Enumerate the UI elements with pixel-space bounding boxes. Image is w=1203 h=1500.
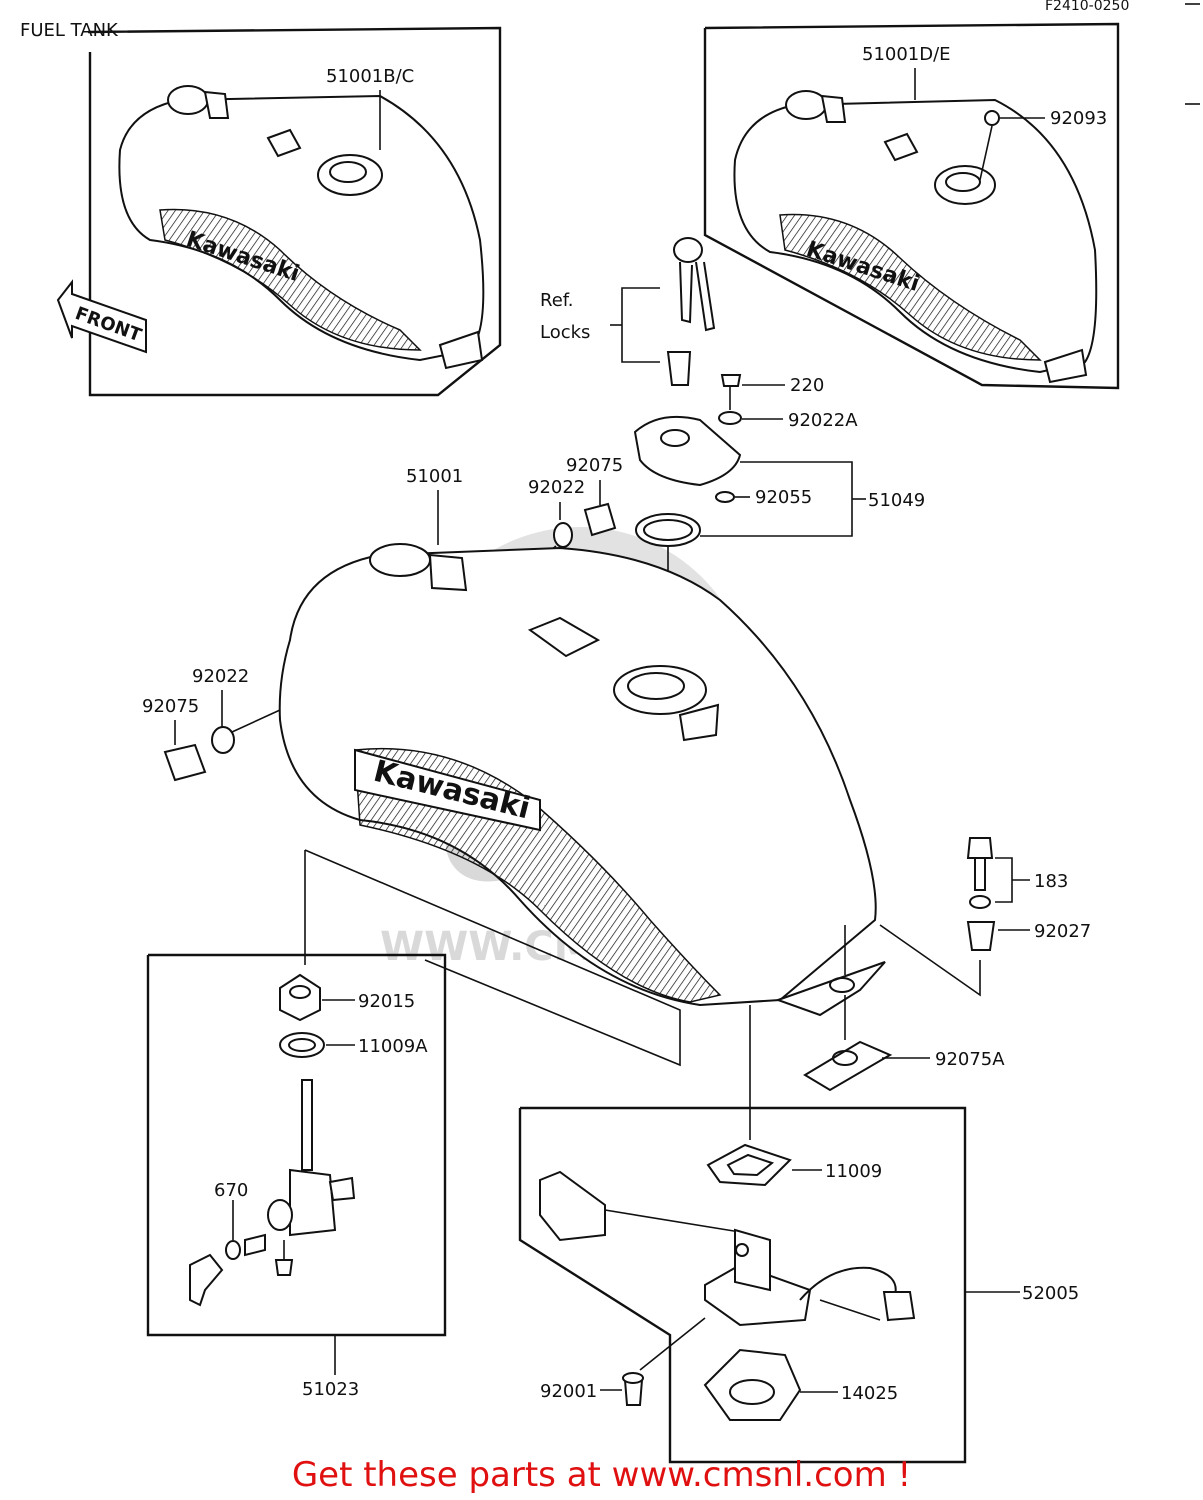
rear-mount-parts: 183 92027 92075A — [803, 837, 1091, 1092]
label-51001de: 51001D/E — [862, 44, 951, 65]
label-92022a: 92022A — [788, 410, 858, 431]
label-670: 670 — [214, 1180, 248, 1201]
label-92075-top: 92075 — [566, 455, 623, 476]
label-11009a: 11009A — [358, 1036, 428, 1057]
front-arrow-icon — [56, 279, 147, 354]
top-damper-parts: 92075 92022 — [528, 455, 623, 556]
diagram-title: FUEL TANK — [20, 20, 119, 41]
label-52005: 52005 — [1022, 1283, 1079, 1304]
label-14025: 14025 — [841, 1383, 898, 1404]
ref-locks-line2: Locks — [540, 322, 590, 343]
label-51023: 51023 — [302, 1379, 359, 1400]
ref-locks-line1: Ref. — [540, 290, 574, 311]
label-183: 183 — [1034, 871, 1068, 892]
label-92001: 92001 — [540, 1381, 597, 1402]
label-92022-left: 92022 — [192, 666, 249, 687]
diagram-code: F2410-0250 — [1045, 0, 1129, 14]
label-92027: 92027 — [1034, 921, 1091, 942]
label-51001bc: 51001B/C — [326, 66, 414, 87]
label-92075-left: 92075 — [142, 696, 199, 717]
inset-tank-51001bc: Kawasaki FRONT 51001B/C — [56, 26, 502, 397]
fuel-gauge-sender-group: 11009 52005 92001 14025 — [518, 1106, 1079, 1464]
key-icon — [673, 237, 703, 263]
fuel-tap-group: 92015 11009A 670 51023 — [146, 953, 447, 1400]
label-51001: 51001 — [406, 466, 463, 487]
label-92075a: 92075A — [935, 1049, 1005, 1070]
label-11009: 11009 — [825, 1161, 882, 1182]
main-fuel-tank: 51001 Kawasaki 92022 92075 — [142, 466, 886, 1140]
inset-tank-51001de: Kawasaki 51001D/E 92093 — [703, 22, 1120, 390]
cap-assembly: Ref. Locks 220 92022A 92055 51049 — [540, 237, 925, 670]
footer-link[interactable]: Get these parts at www.cmsnl.com ! — [291, 1455, 912, 1495]
label-92015: 92015 — [358, 991, 415, 1012]
label-92022-top: 92022 — [528, 477, 585, 498]
label-92093: 92093 — [1050, 108, 1107, 129]
label-220: 220 — [790, 375, 824, 396]
label-51049: 51049 — [868, 490, 925, 511]
label-92055: 92055 — [755, 487, 812, 508]
